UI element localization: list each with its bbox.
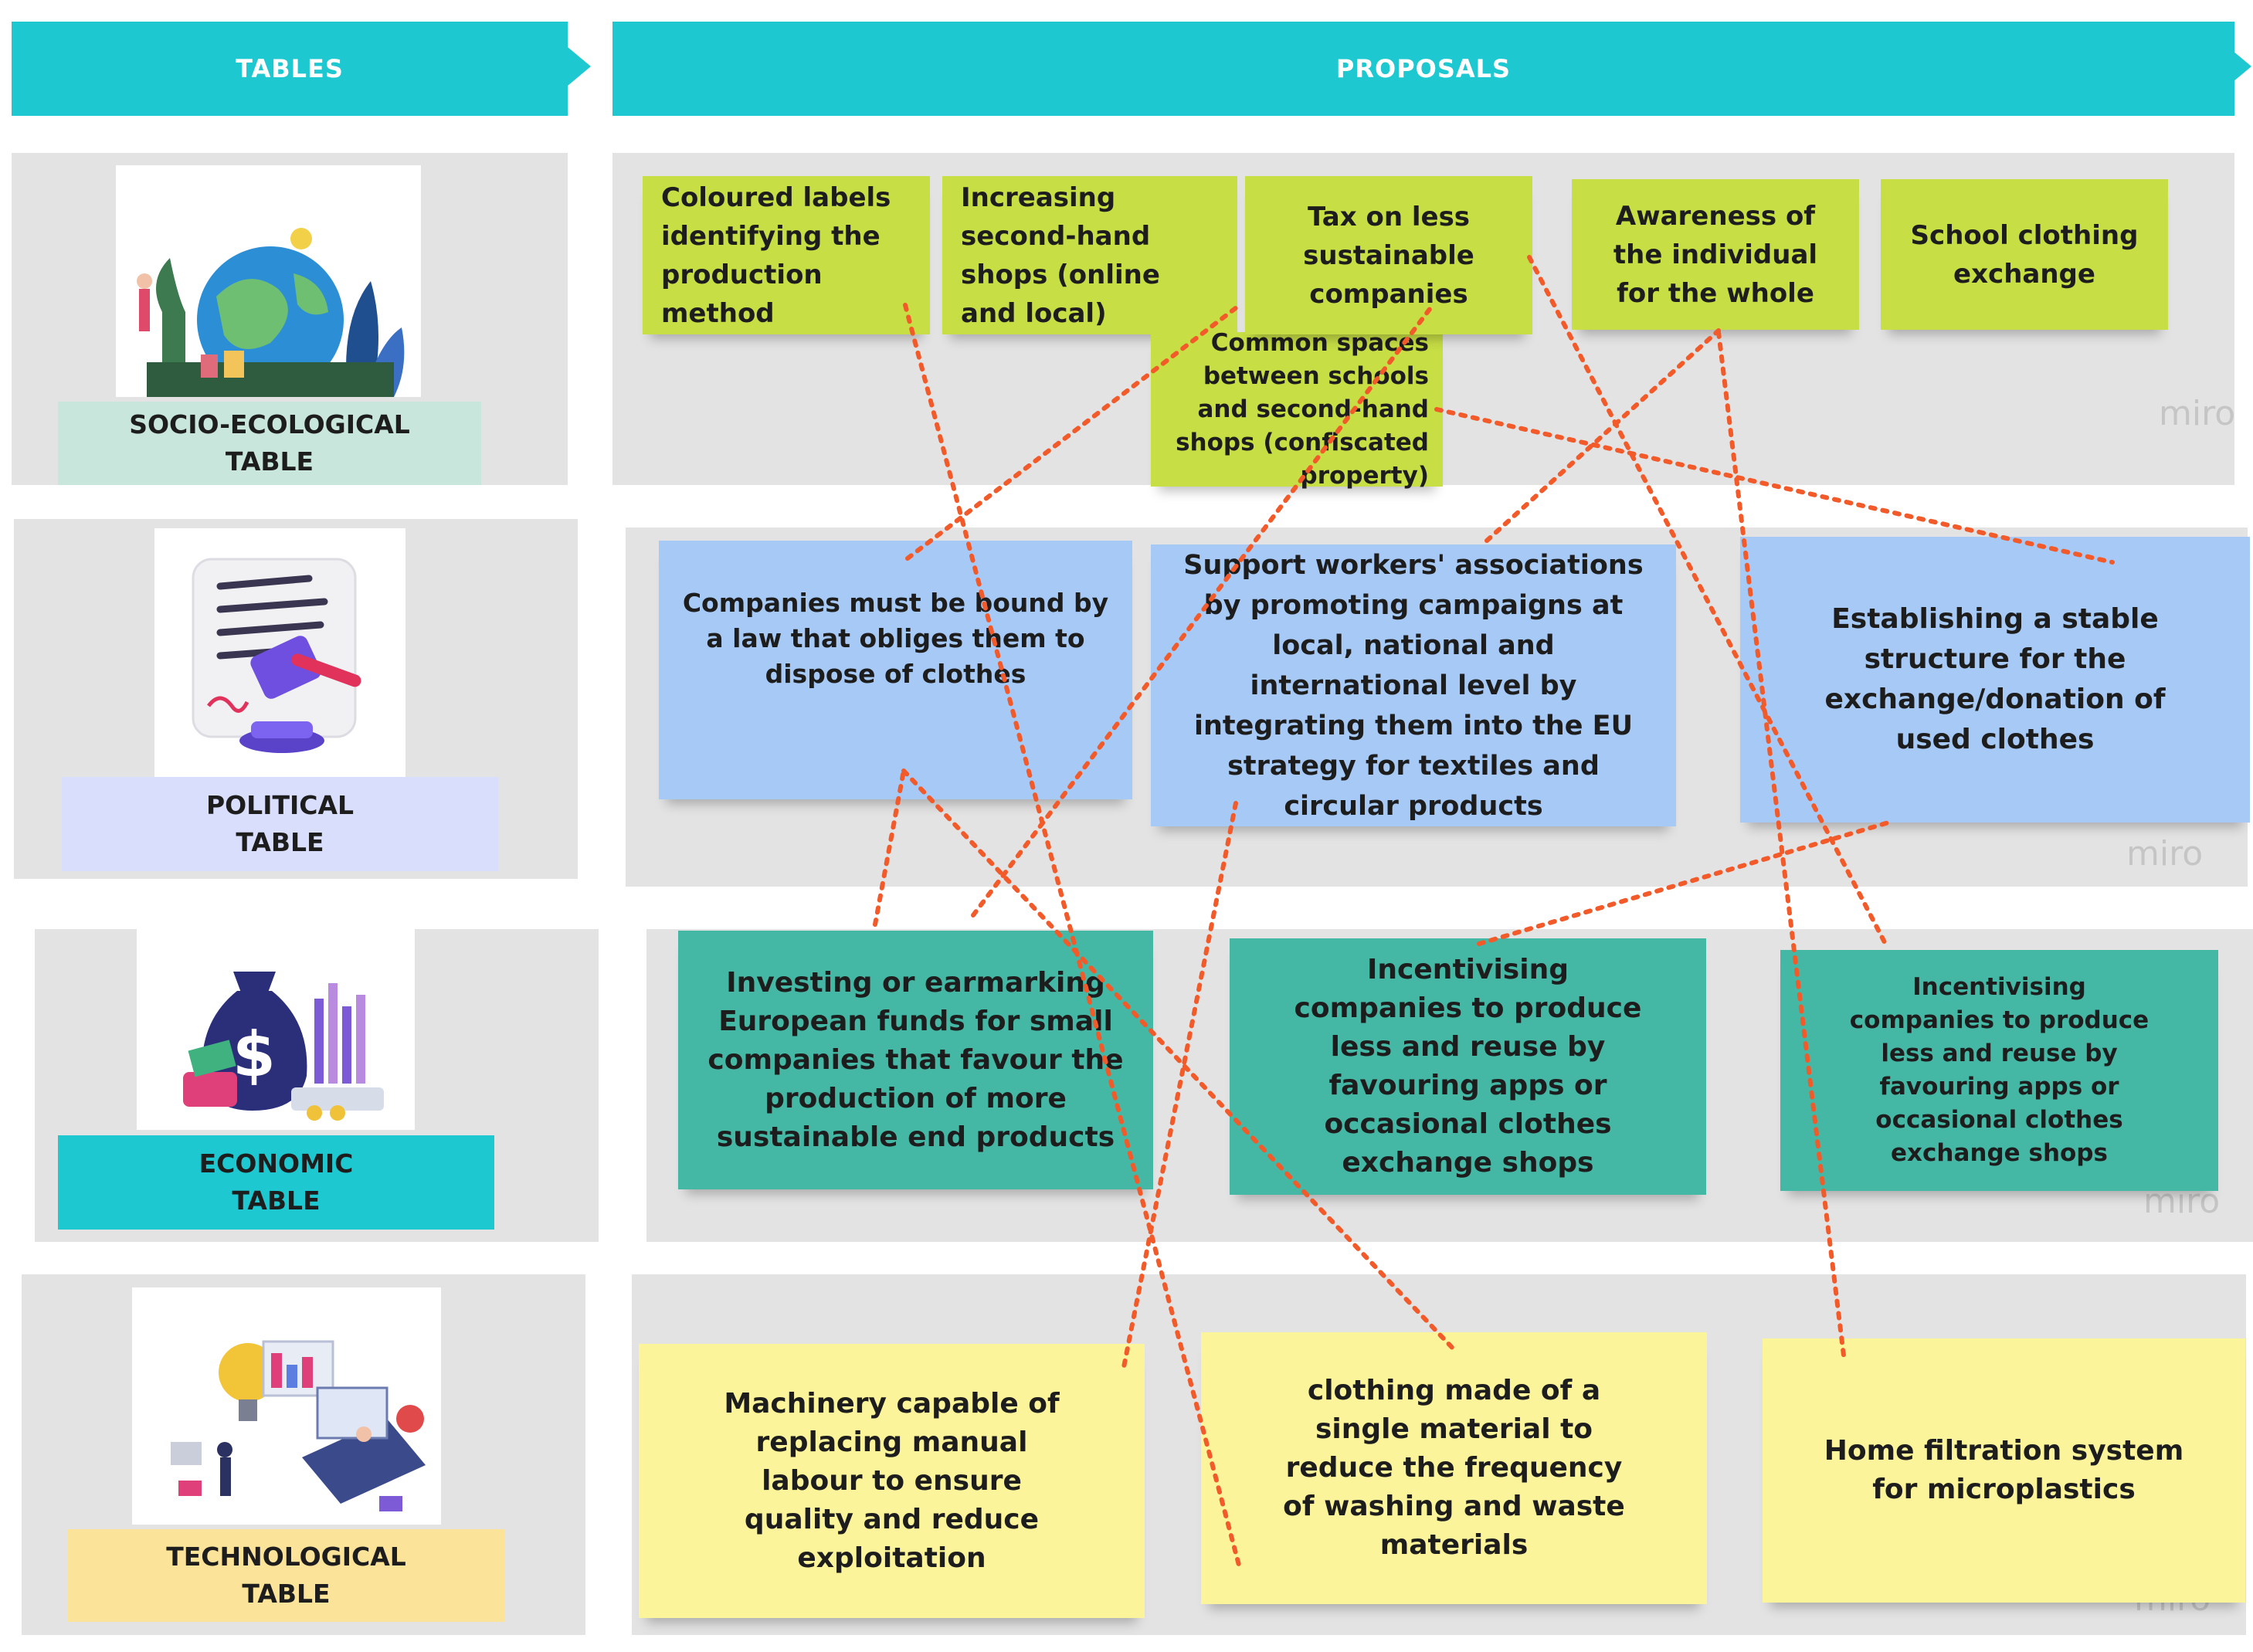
technology-lightbulb-icon	[132, 1287, 441, 1525]
sticky-note[interactable]: School clothing exchange	[1881, 179, 2168, 330]
sticky-note[interactable]: Machinery capable of replacing manual la…	[639, 1344, 1145, 1618]
tables-header: TABLES	[12, 22, 568, 116]
sticky-note[interactable]: Investing or earmarking European funds f…	[678, 931, 1153, 1189]
earth-nature-icon	[116, 165, 421, 397]
technological-table-label: TECHNOLOGICAL TABLE	[68, 1529, 504, 1622]
socio-ecological-table-label: SOCIO-ECOLOGICAL TABLE	[58, 402, 481, 485]
sticky-note[interactable]: Support workers' associations by promoti…	[1151, 544, 1676, 826]
sticky-note[interactable]: Companies must be bound by a law that ob…	[659, 541, 1132, 799]
tables-header-arrow-icon	[568, 47, 591, 86]
tables-header-label: TABLES	[236, 54, 344, 83]
sticky-note[interactable]: Incentivising companies to produce less …	[1780, 950, 2218, 1191]
sticky-note[interactable]: Incentivising companies to produce less …	[1230, 938, 1706, 1195]
proposals-header-label: PROPOSALS	[1335, 54, 1512, 83]
miro-watermark: miro	[2126, 834, 2204, 873]
gavel-law-icon	[154, 528, 405, 777]
proposals-header-arrow-icon	[2228, 47, 2251, 86]
political-table-label: POLITICAL TABLE	[62, 777, 498, 871]
economic-table-label: ECONOMIC TABLE	[58, 1135, 494, 1230]
miro-watermark: miro	[2159, 394, 2236, 433]
proposals-header: PROPOSALS	[612, 22, 2234, 116]
sticky-note[interactable]: Home filtration system for microplastics	[1763, 1338, 2245, 1603]
money-bag-icon: $	[137, 929, 415, 1130]
sticky-note[interactable]: Establishing a stable structure for the …	[1740, 537, 2250, 823]
svg-text:$: $	[232, 1019, 276, 1091]
sticky-note[interactable]: Awareness of the individual for the whol…	[1572, 179, 1859, 330]
sticky-note[interactable]: clothing made of a single material to re…	[1201, 1332, 1707, 1604]
sticky-note[interactable]: Common spaces between schools and second…	[1151, 329, 1443, 490]
sticky-note[interactable]: Tax on less sustainable companies	[1245, 176, 1532, 334]
sticky-note[interactable]: Increasing second-hand shops (online and…	[942, 176, 1237, 334]
sticky-note[interactable]: Coloured labels identifying the producti…	[643, 176, 930, 334]
